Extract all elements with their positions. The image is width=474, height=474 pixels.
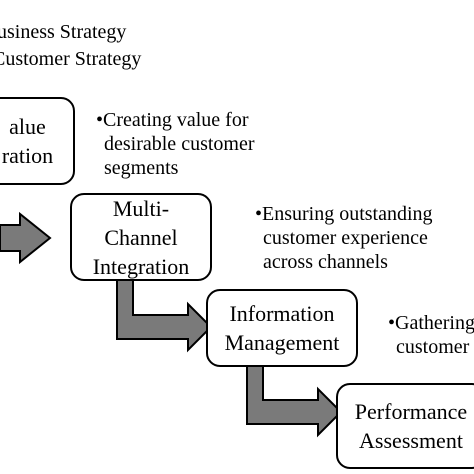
note-value-line2: desirable customer xyxy=(104,133,255,155)
step-multichannel-line1: Multi- xyxy=(112,195,170,221)
step-performance-line1: Performance xyxy=(354,399,468,424)
arrow-information-to-performance xyxy=(246,355,343,438)
step-information-management: Information Management xyxy=(206,289,358,367)
step-performance-line2: Assessment xyxy=(359,428,463,453)
note-value-line1: •Creating value for xyxy=(96,109,249,131)
note-value-line3: segments xyxy=(104,157,179,179)
step-information-line2: Management xyxy=(224,330,340,355)
note-multichannel-line1: •Ensuring outstanding xyxy=(255,203,433,225)
step-value-creation-line1: alue xyxy=(9,114,46,139)
note-multichannel-line2: customer experience xyxy=(263,227,428,249)
arrow-into-multichannel xyxy=(0,211,52,265)
arrow-multichannel-to-information xyxy=(116,275,213,353)
step-value-creation-line2: ration xyxy=(1,143,54,168)
step-value-creation: alue ration xyxy=(0,97,75,185)
note-information-line2: customer xyxy=(396,336,470,358)
header-business-strategy: usiness Strategy xyxy=(0,21,127,43)
note-value-creation: •Creating value for desirable customer s… xyxy=(96,108,255,180)
note-information-line1: •Gathering xyxy=(388,312,474,334)
step-multichannel-integration: Multi- Channel Integration xyxy=(70,193,212,281)
step-multichannel-line3: Integration xyxy=(92,253,190,279)
step-performance-assessment: Performance Assessment xyxy=(336,383,474,469)
step-multichannel-line2: Channel xyxy=(104,224,178,250)
note-multichannel: •Ensuring outstanding customer experienc… xyxy=(255,202,433,274)
note-information: •Gathering customer xyxy=(388,311,474,359)
step-information-line1: Information xyxy=(229,301,335,326)
header-customer-strategy: Customer Strategy xyxy=(0,48,142,70)
note-multichannel-line3: across channels xyxy=(263,251,388,273)
